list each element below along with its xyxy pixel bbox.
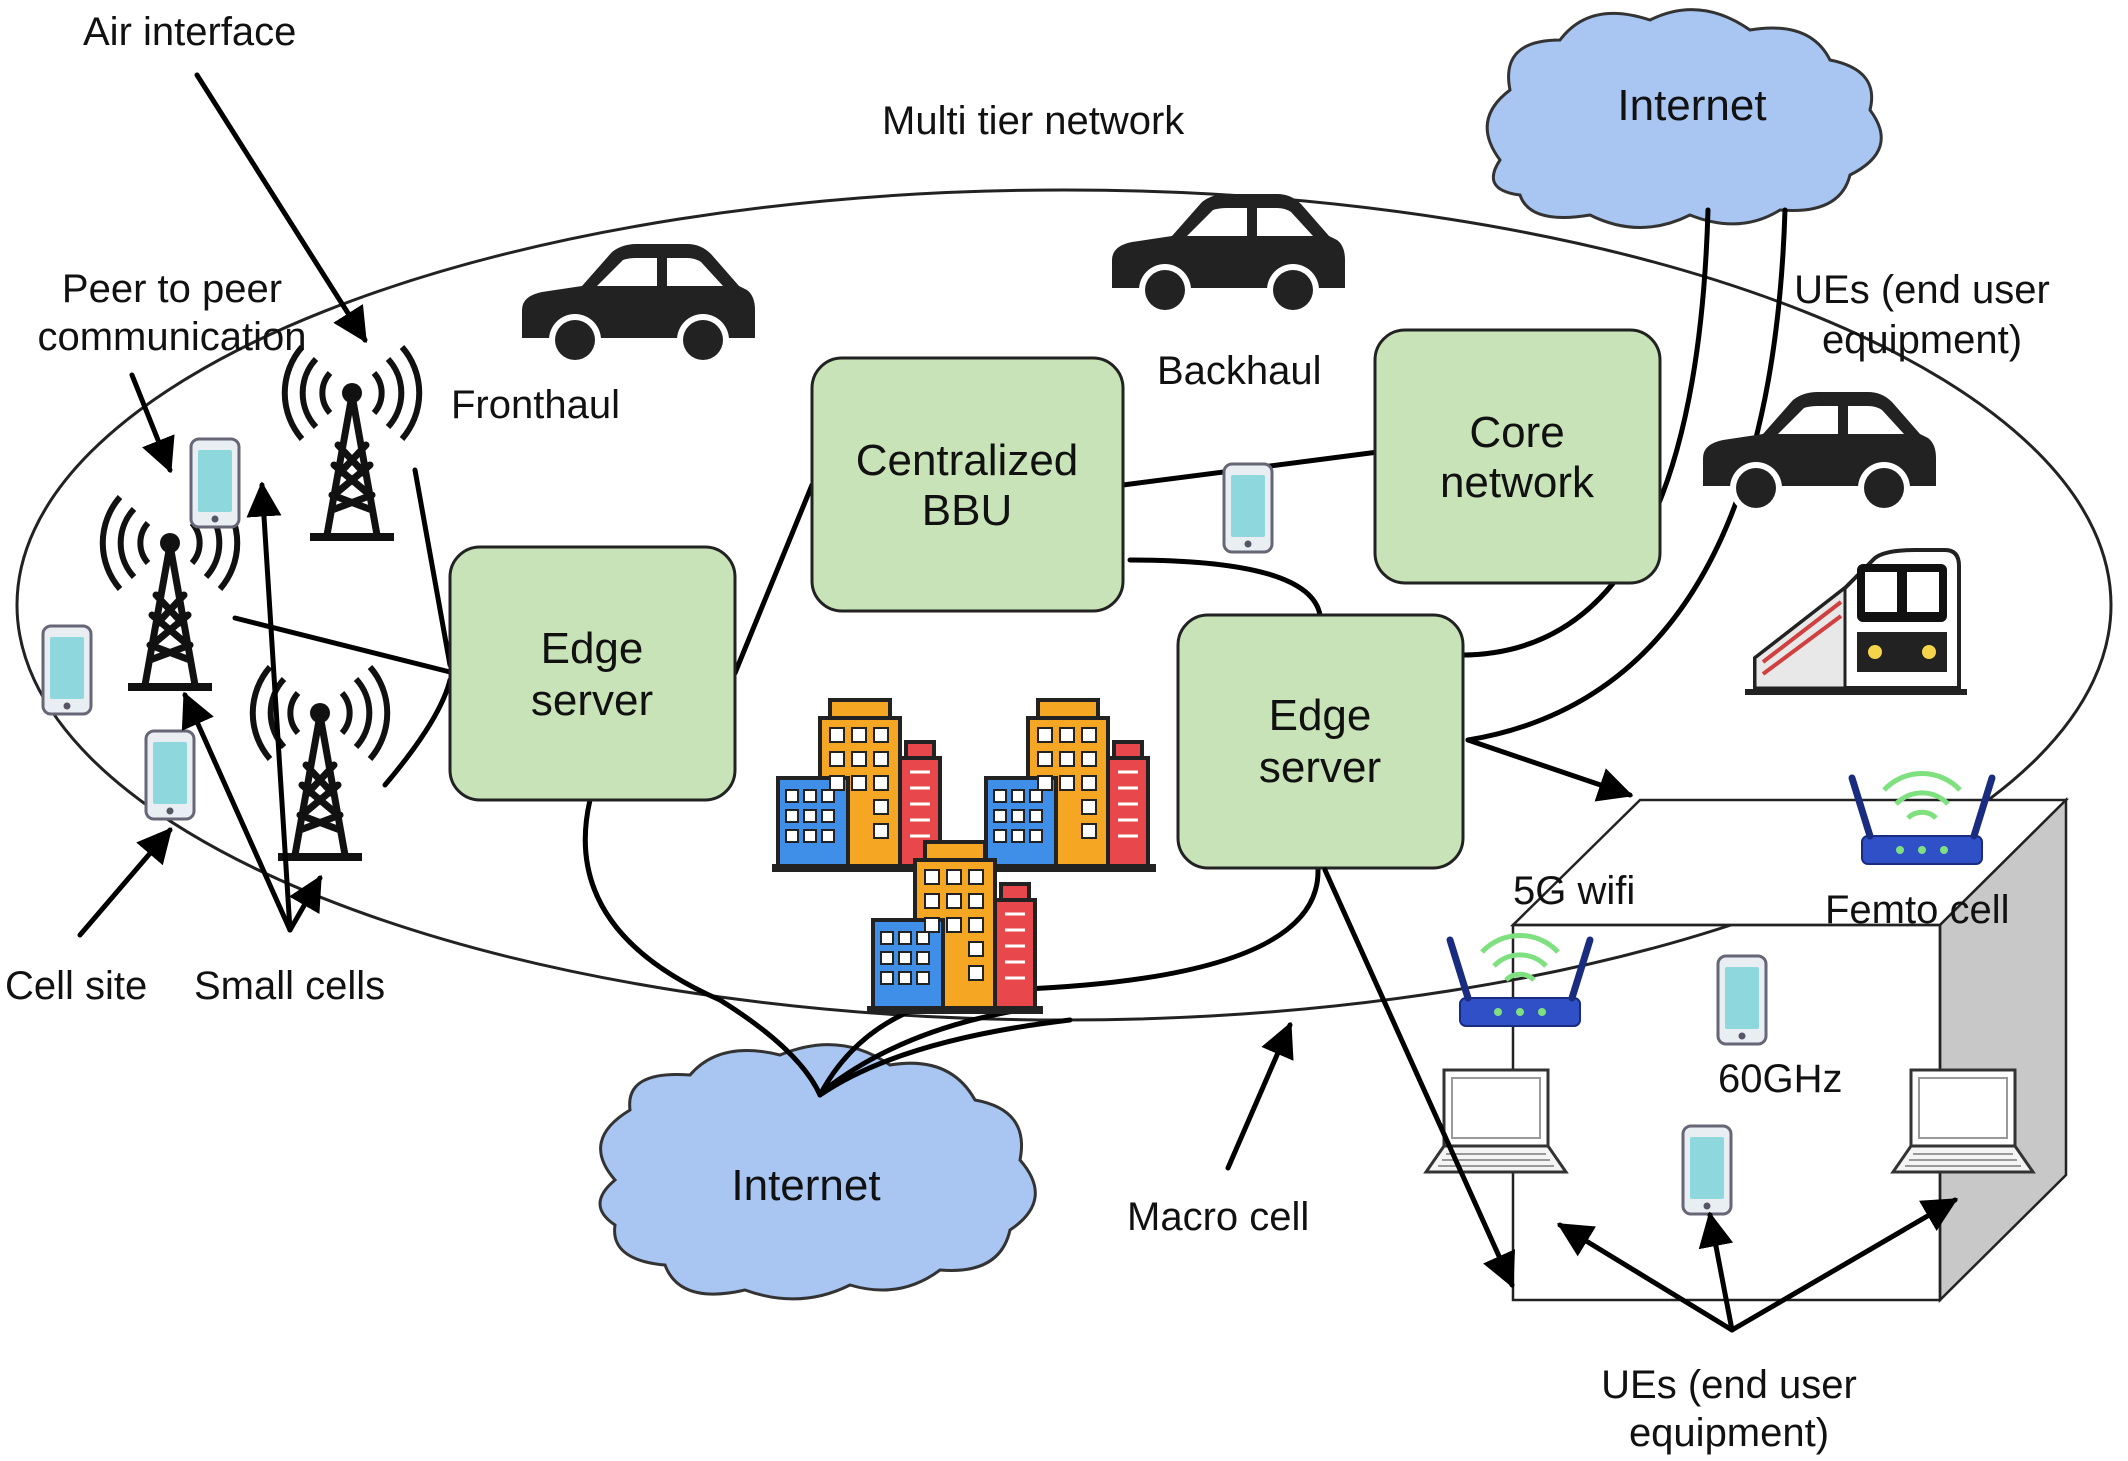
annotation-arrows [77, 72, 1959, 1333]
svg-text:Edge: Edge [541, 624, 644, 673]
connection-lines [232, 207, 1788, 1098]
svg-text:server: server [531, 676, 653, 725]
multi-tier-label: Multi tier network [882, 99, 1185, 143]
phone-icon [189, 437, 241, 529]
edge-server-right: Edge server [1176, 613, 1465, 870]
internet-cloud-top: Internet [1485, 8, 1883, 229]
laptop-icon [1891, 1068, 2035, 1174]
svg-text:server: server [1259, 743, 1381, 792]
svg-text:network: network [1440, 458, 1595, 507]
internet-top-label: Internet [1617, 81, 1766, 130]
buildings-icon [978, 698, 1158, 874]
train-icon [1745, 550, 1967, 692]
peer-to-peer-label: Peer to peer [62, 267, 282, 311]
fronthaul-label: Fronthaul [451, 383, 620, 427]
car-icon [1703, 392, 1936, 514]
phone-icon [1681, 1124, 1733, 1216]
five-g-wifi-label: 5G wifi [1513, 869, 1635, 913]
svg-text:Centralized: Centralized [856, 436, 1079, 485]
small-cell-tower-icon [285, 347, 419, 541]
buildings-icon [770, 698, 950, 874]
peer-to-peer-label: communication [37, 315, 306, 359]
backhaul-label: Backhaul [1157, 349, 1322, 393]
svg-text:BBU: BBU [922, 486, 1012, 535]
svg-text:Edge: Edge [1269, 691, 1372, 740]
ues-bottom-label: equipment) [1629, 1411, 1829, 1455]
phone-icon [1716, 954, 1768, 1046]
cell-site-label: Cell site [5, 964, 147, 1008]
small-cells-label: Small cells [194, 964, 385, 1008]
car-icon [1112, 194, 1345, 316]
sixty-ghz-label: 60GHz [1718, 1057, 1843, 1101]
car-icon [522, 244, 755, 366]
router-icon [1450, 935, 1590, 1026]
internet-bottom-label: Internet [731, 1161, 880, 1210]
phone-icon [144, 729, 196, 821]
femto-cell-label: Femto cell [1825, 888, 2010, 932]
ues-bottom-label: UEs (end user [1601, 1363, 1857, 1407]
air-interface-label: Air interface [83, 10, 296, 54]
macro-cell-label: Macro cell [1127, 1195, 1309, 1239]
centralized-bbu: Centralized BBU [810, 356, 1125, 613]
labels: Air interface Multi tier network Peer to… [5, 10, 2050, 1455]
phone-icon [1222, 462, 1274, 554]
svg-text:Core: Core [1469, 408, 1564, 457]
edge-server-left: Edge server [448, 545, 737, 802]
ues-top-label: UEs (end user [1794, 268, 2050, 312]
laptop-icon [1424, 1068, 1568, 1174]
femto-room [1509, 796, 2070, 1304]
core-network: Core network [1373, 328, 1662, 585]
ues-top-label: equipment) [1822, 318, 2022, 362]
phone-icon [41, 624, 93, 716]
internet-cloud-bottom: Internet [598, 1043, 1037, 1301]
